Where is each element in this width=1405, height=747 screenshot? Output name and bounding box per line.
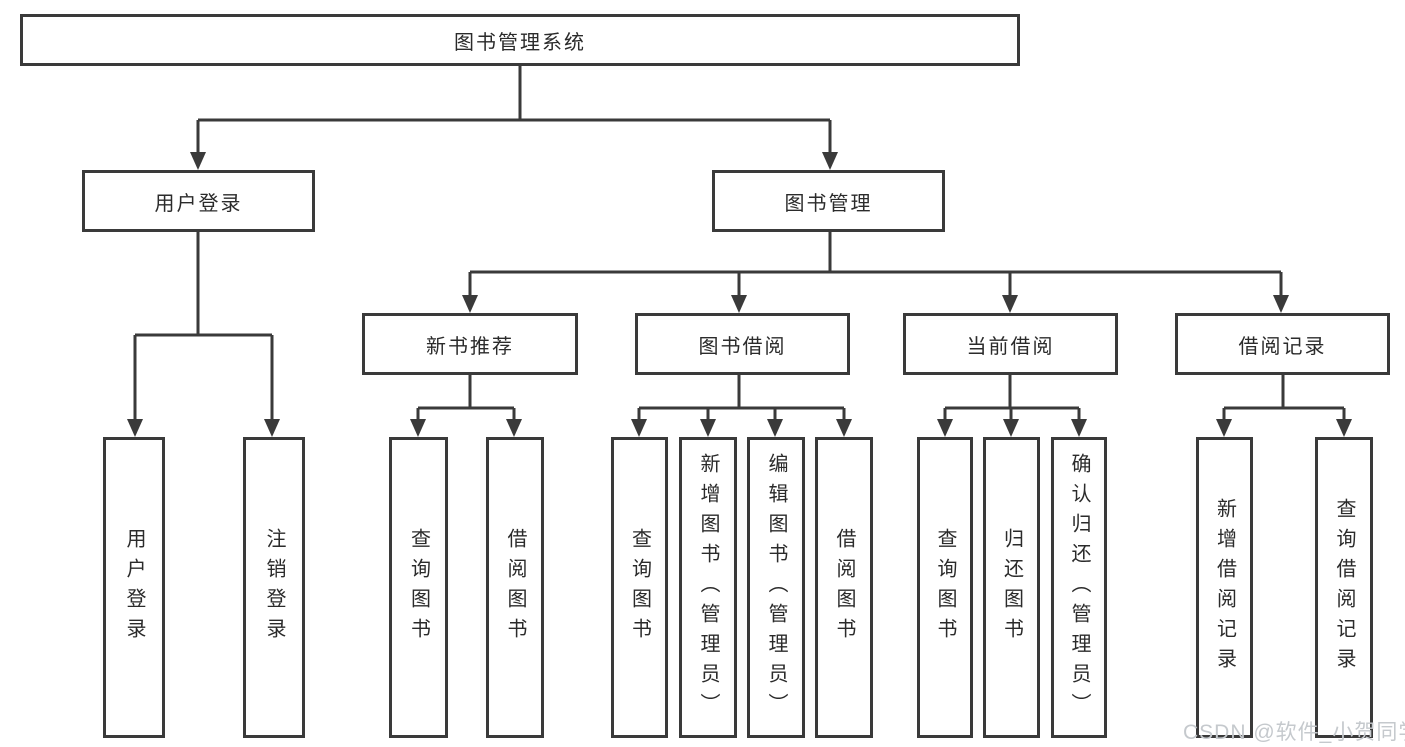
connector-current-borrow	[943, 375, 1081, 421]
leaf-logout: 注销登录	[243, 437, 305, 738]
watermark-text: CSDN @软件_小贺同学	[1183, 721, 1405, 744]
connector-borrow-records	[1222, 375, 1346, 421]
leaf-query-borrow-record-label: 查询借阅记录	[1333, 497, 1355, 678]
leaf-borrow-books-2: 借阅图书	[815, 437, 873, 738]
leaf-query-books-1-label: 查询图书	[407, 527, 430, 648]
node-borrow-records: 借阅记录	[1175, 313, 1390, 375]
leaf-add-borrow-record: 新增借阅记录	[1196, 437, 1253, 738]
leaf-borrow-books-1: 借阅图书	[486, 437, 544, 738]
leaf-confirm-return-admin: 确认归还（管理员）	[1051, 437, 1107, 738]
leaf-query-books-1: 查询图书	[389, 437, 448, 738]
connector-book-mgmt	[468, 232, 1283, 297]
leaf-query-books-3-label: 查询图书	[934, 527, 956, 648]
leaf-query-books-2-label: 查询图书	[628, 527, 651, 648]
connector-root-trunk	[196, 66, 832, 154]
leaf-logout-label: 注销登录	[263, 527, 285, 648]
leaf-query-borrow-record: 查询借阅记录	[1315, 437, 1373, 738]
leaf-return-books: 归还图书	[983, 437, 1040, 738]
connector-user-login	[133, 232, 274, 421]
leaf-add-book-admin: 新增图书（管理员）	[679, 437, 737, 738]
leaf-borrow-books-1-label: 借阅图书	[504, 527, 526, 648]
leaf-edit-book-admin-label: 编辑图书（管理员）	[765, 452, 787, 723]
leaf-confirm-return-admin-label: 确认归还（管理员）	[1068, 452, 1090, 723]
arrowheads	[127, 152, 1352, 437]
leaf-user-login: 用户登录	[103, 437, 165, 738]
leaf-edit-book-admin: 编辑图书（管理员）	[747, 437, 805, 738]
leaf-query-books-2: 查询图书	[611, 437, 668, 738]
leaf-add-borrow-record-label: 新增借阅记录	[1213, 497, 1236, 678]
leaf-user-login-label: 用户登录	[123, 527, 145, 648]
leaf-query-books-3: 查询图书	[917, 437, 973, 738]
node-user-login: 用户登录	[82, 170, 315, 232]
leaf-add-book-admin-label: 新增图书（管理员）	[697, 452, 719, 723]
leaf-return-books-label: 归还图书	[1000, 527, 1023, 648]
connector-new-book-rec	[416, 375, 516, 421]
node-book-borrow: 图书借阅	[635, 313, 850, 375]
node-root: 图书管理系统	[20, 14, 1020, 66]
node-book-mgmt: 图书管理	[712, 170, 945, 232]
node-new-book-rec: 新书推荐	[362, 313, 578, 375]
node-current-borrow: 当前借阅	[903, 313, 1118, 375]
leaf-borrow-books-2-label: 借阅图书	[833, 527, 855, 648]
connector-book-borrow	[637, 375, 846, 421]
